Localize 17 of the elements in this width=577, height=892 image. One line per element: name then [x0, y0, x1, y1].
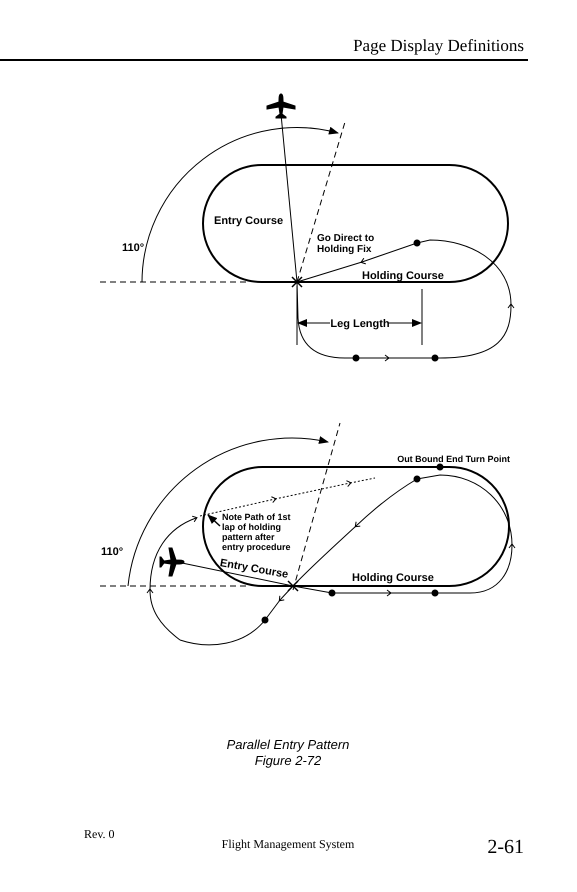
- course-label: Holding Course: [352, 571, 435, 586]
- leader-line: [207, 514, 220, 527]
- revision-label: Rev. 0: [84, 826, 116, 843]
- page-header: Page Display Definitions: [352, 35, 524, 57]
- figure-caption: Parallel Entry Pattern: [226, 736, 350, 754]
- turn-point-label: Out Bound End Turn Point: [396, 453, 510, 466]
- instruction-label: Go Direct to Holding Fix: [317, 233, 376, 255]
- figure-number: Figure 2-72: [254, 752, 322, 770]
- course-label: Entry Course: [218, 556, 290, 583]
- dimension-label: Leg Length: [329, 317, 391, 332]
- course-label: Entry Course: [214, 214, 284, 229]
- angle-label: 110°: [122, 241, 146, 256]
- page-number: 2-61: [486, 835, 524, 860]
- angle-label: 110°: [101, 545, 124, 560]
- note-text: Note Path of 1st lap of holding pattern after entry procedure: [222, 512, 294, 552]
- course-label: Holding Course: [362, 269, 445, 284]
- footer-title: Flight Management System: [220, 836, 356, 853]
